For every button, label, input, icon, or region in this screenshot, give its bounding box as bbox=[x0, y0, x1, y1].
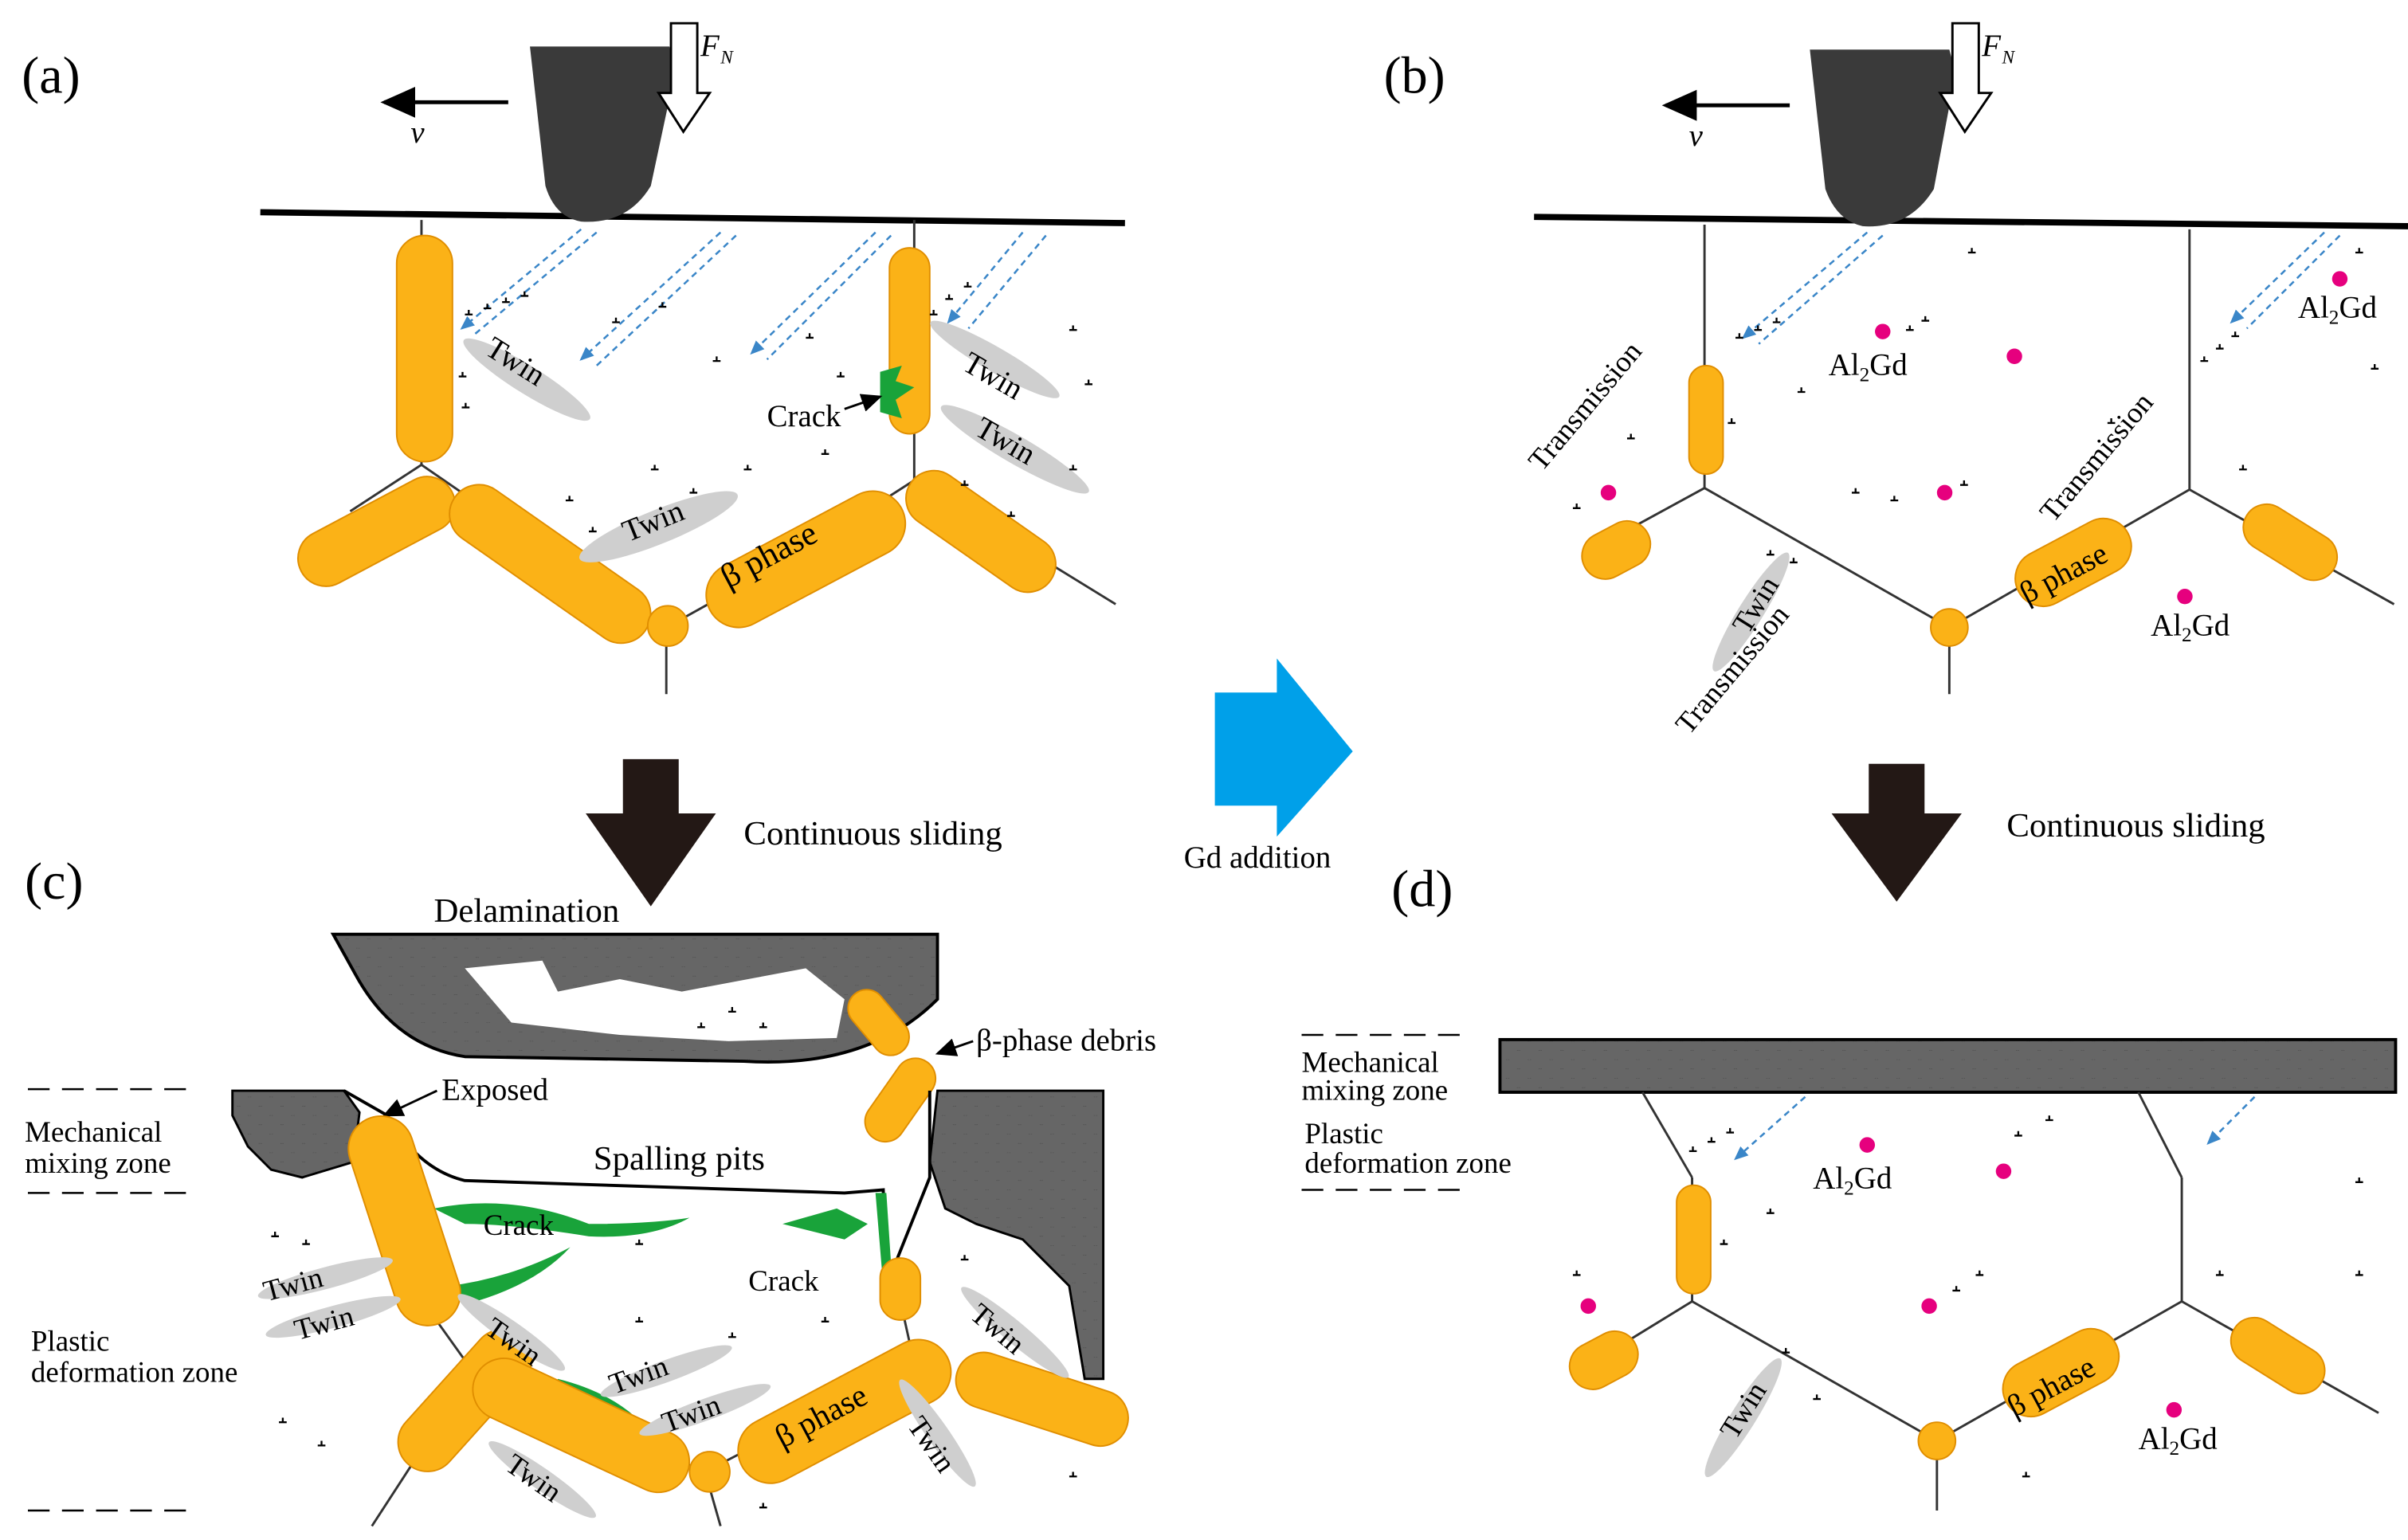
mixing-layer bbox=[928, 1089, 1105, 1381]
twin-lamella bbox=[940, 405, 1089, 494]
force-subscript: N bbox=[2001, 48, 2015, 69]
panel-d-label: (d) bbox=[1391, 860, 1453, 919]
crack-shape bbox=[880, 365, 915, 419]
beta-phase-particle bbox=[2230, 1316, 2326, 1395]
worn-surface-line bbox=[1534, 214, 2408, 229]
al2gd-label: Al2Gd bbox=[2151, 608, 2230, 646]
beta-phase-particle bbox=[737, 1338, 952, 1484]
beta-phase-particle bbox=[297, 476, 457, 587]
sliding-arrow-left bbox=[586, 758, 716, 907]
twin-lamella bbox=[1712, 552, 1790, 672]
pdz-label-line1: Plastic bbox=[1304, 1117, 1383, 1150]
panel-a-label: (a) bbox=[22, 47, 80, 105]
mmz-label-line1: Mechanical bbox=[1302, 1046, 1439, 1079]
beta-phase-particle bbox=[395, 234, 453, 463]
mixing-layer bbox=[231, 1089, 361, 1179]
sliding-arrow-right bbox=[1831, 763, 1962, 902]
twins-c bbox=[257, 1257, 1069, 1518]
flake-inner-region bbox=[465, 960, 845, 1041]
twin-lamella bbox=[463, 338, 590, 421]
panel-a: (a) F N v bbox=[22, 22, 1125, 695]
beta-phase-particle bbox=[905, 469, 1057, 594]
mmz-label-line2: mixing zone bbox=[25, 1146, 171, 1179]
delamination-label: Delamination bbox=[434, 892, 620, 930]
beta-phase-particle bbox=[1581, 519, 1652, 580]
force-label: F bbox=[1981, 29, 2002, 63]
beta-phase-particle bbox=[1568, 1330, 1639, 1390]
al2gd-label: Al2Gd bbox=[1829, 348, 1908, 386]
beta-phase-particle bbox=[1676, 1184, 1712, 1295]
crack-label: Crack bbox=[767, 399, 841, 433]
beta-phase-particle bbox=[955, 1351, 1129, 1448]
exposed-label: Exposed bbox=[441, 1073, 548, 1107]
exposed-pointer bbox=[382, 1089, 438, 1117]
continuous-sliding-label-left: Continuous sliding bbox=[743, 815, 1002, 852]
beta-phase-particle bbox=[472, 1358, 691, 1494]
sliding-tool bbox=[1810, 49, 1956, 227]
beta-phases-d bbox=[1568, 1184, 2326, 1460]
pdz-label-line2: deformation zone bbox=[31, 1356, 237, 1389]
beta-phases-a bbox=[297, 234, 1057, 647]
beta-phase-particle bbox=[2014, 517, 2132, 607]
beta-phases-c bbox=[347, 1115, 1129, 1494]
twin-lamella bbox=[930, 320, 1060, 398]
crack-label: Crack bbox=[748, 1264, 819, 1297]
mmz-label-line1: Mechanical bbox=[25, 1115, 162, 1148]
twin-lamella bbox=[1704, 1358, 1782, 1478]
velocity-label: v bbox=[410, 116, 425, 150]
slip-lines-a bbox=[460, 228, 1047, 366]
gd-addition-label: Gd addition bbox=[1184, 841, 1331, 875]
force-subscript: N bbox=[720, 48, 734, 69]
beta-phase-particle bbox=[2002, 1327, 2120, 1418]
beta-phases-b bbox=[1581, 364, 2339, 647]
beta-phase-particle bbox=[705, 490, 907, 629]
beta-phase-particle bbox=[1930, 608, 1969, 647]
crack-pointer bbox=[844, 394, 883, 412]
mixing-layer bbox=[1498, 1037, 2398, 1094]
beta-phase-particle bbox=[646, 605, 689, 647]
beta-phase-particle bbox=[879, 1257, 922, 1321]
beta-phase-particle bbox=[347, 1115, 461, 1326]
panel-c-label: (c) bbox=[25, 852, 83, 911]
twins-a bbox=[463, 320, 1089, 562]
debris-pointer bbox=[935, 1038, 974, 1056]
grain-boundaries-b bbox=[1618, 224, 2395, 695]
worn-surface-line bbox=[260, 209, 1125, 226]
spalling-label: Spalling pits bbox=[594, 1140, 765, 1178]
beta-phase-particle bbox=[688, 1451, 731, 1493]
force-label: F bbox=[700, 29, 720, 63]
sliding-tool bbox=[530, 46, 676, 222]
al2gd-label: Al2Gd bbox=[2139, 1421, 2218, 1460]
pdz-label-line1: Plastic bbox=[31, 1325, 110, 1358]
al2gd-label: Al2Gd bbox=[2298, 291, 2377, 329]
slip-lines-d bbox=[1734, 1095, 2256, 1161]
twin-lamella bbox=[578, 491, 738, 562]
mmz-label-line2: mixing zone bbox=[1302, 1074, 1449, 1107]
transition-arrows: Continuous sliding Continuous sliding Gd… bbox=[586, 658, 2265, 907]
panel-b-label: (b) bbox=[1384, 47, 1445, 105]
normal-force-arrow bbox=[1938, 22, 1994, 134]
debris-label: β-phase debris bbox=[976, 1023, 1156, 1057]
al2gd-label: Al2Gd bbox=[1813, 1162, 1892, 1200]
beta-phase-particle bbox=[2242, 503, 2339, 582]
pdz-label-line2: deformation zone bbox=[1304, 1146, 1511, 1179]
al2gd-particles-b bbox=[1600, 271, 2348, 605]
beta-phase-particle bbox=[1688, 364, 1724, 476]
al2gd-particles-d bbox=[1580, 1137, 2182, 1418]
velocity-label: v bbox=[1689, 119, 1704, 153]
continuous-sliding-label-right: Continuous sliding bbox=[2006, 807, 2265, 844]
slip-lines-b bbox=[1741, 231, 2341, 345]
normal-force-arrow bbox=[656, 22, 712, 134]
beta-phase-particle bbox=[847, 989, 910, 1056]
crack-label: Crack bbox=[484, 1209, 555, 1241]
beta-phase-debris bbox=[864, 1057, 937, 1143]
gd-addition-arrow bbox=[1214, 658, 1353, 837]
beta-phase-particle bbox=[449, 484, 652, 645]
beta-phase-particle bbox=[1917, 1421, 1957, 1460]
